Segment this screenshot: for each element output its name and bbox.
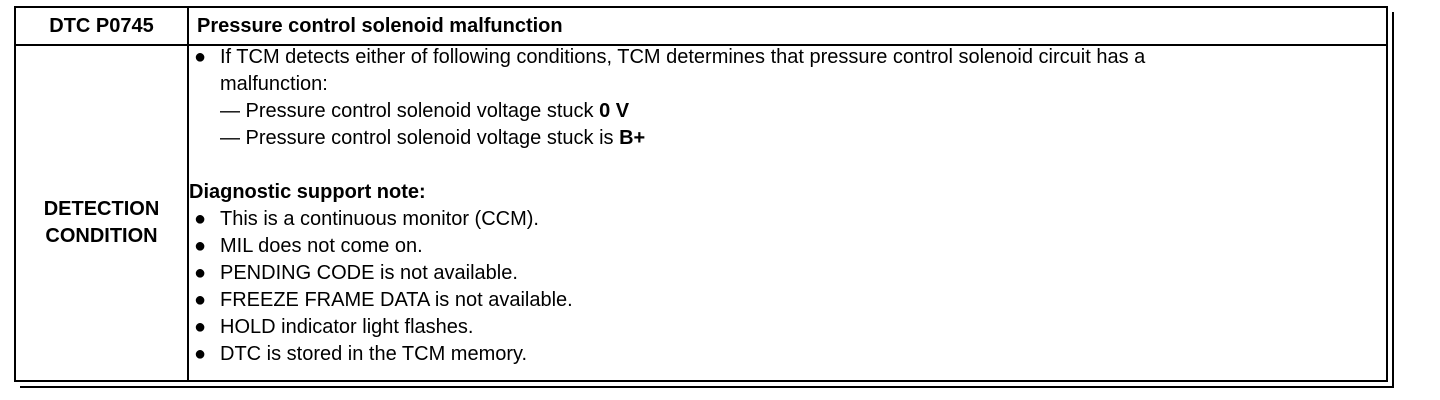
bullet-icon: ● xyxy=(193,208,207,230)
detection-content: ● If TCM detects either of following con… xyxy=(188,44,1368,368)
list-item-text: This is a continuous monitor (CCM). xyxy=(220,208,539,230)
bullet-icon: ● xyxy=(193,343,207,365)
dtc-code: DTC P0745 xyxy=(49,14,154,37)
list-item: ● HOLD indicator light flashes. xyxy=(188,314,1368,341)
detection-condition-label: DETECTION CONDITION xyxy=(16,196,187,250)
list-item: ● MIL does not come on. xyxy=(188,233,1368,260)
list-item: ● This is a continuous monitor (CCM). xyxy=(188,206,1368,233)
condition-text: — Pressure control solenoid voltage stuc… xyxy=(220,100,600,122)
condition-item: — Pressure control solenoid voltage stuc… xyxy=(188,125,1368,152)
dtc-table: DTC P0745 Pressure control solenoid malf… xyxy=(14,6,1388,382)
table-shadow xyxy=(20,12,1394,388)
list-item-text: FREEZE FRAME DATA is not available. xyxy=(220,289,573,311)
list-item: ● DTC is stored in the TCM memory. xyxy=(188,341,1368,368)
bullet-icon: ● xyxy=(193,289,207,311)
list-item: ● PENDING CODE is not available. xyxy=(188,260,1368,287)
column-divider xyxy=(187,8,189,380)
list-item-text: DTC is stored in the TCM memory. xyxy=(220,343,528,365)
condition-text: — Pressure control solenoid voltage stuc… xyxy=(220,127,620,149)
dtc-title: Pressure control solenoid malfunction xyxy=(197,14,563,37)
list-item-text: HOLD indicator light flashes. xyxy=(220,316,474,338)
intro-item: ● If TCM detects either of following con… xyxy=(188,44,1368,98)
bullet-icon: ● xyxy=(193,235,207,257)
label-line-1: DETECTION xyxy=(43,198,160,220)
condition-item: — Pressure control solenoid voltage stuc… xyxy=(188,98,1368,125)
support-note-heading: Diagnostic support note: xyxy=(189,181,426,203)
intro-line-1: If TCM detects either of following condi… xyxy=(220,46,1146,68)
label-line-2: CONDITION xyxy=(45,225,158,247)
bullet-icon: ● xyxy=(193,316,207,338)
condition-value: 0 V xyxy=(599,100,630,122)
list-item-text: MIL does not come on. xyxy=(220,235,423,257)
row-divider xyxy=(16,44,1386,46)
bullet-icon: ● xyxy=(193,262,207,284)
list-item-text: PENDING CODE is not available. xyxy=(220,262,518,284)
intro-line-2: malfunction: xyxy=(220,73,328,95)
list-item: ● FREEZE FRAME DATA is not available. xyxy=(188,287,1368,314)
condition-value: B+ xyxy=(619,127,646,149)
bullet-icon: ● xyxy=(193,46,207,68)
